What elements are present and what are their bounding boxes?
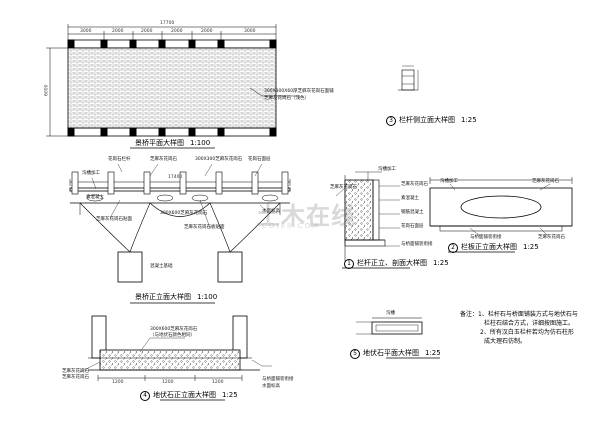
pave-elev-dim: 1200 [162,380,174,385]
pave-elev-label: 水面标高 [262,384,280,389]
watermark-logo: 土木在线 [256,202,356,230]
watermark-sub: COI88.COM [262,222,321,230]
pave-elev-title-text: 地伏石正立面大样图 [153,391,216,399]
elev-scale: 1:100 [197,293,218,301]
plan-overall-dim: 17700 [160,21,175,26]
elev-label: 水面标高 [262,209,280,214]
pave-plan-view [356,317,440,359]
rail-front-label: 沟槽加工 [440,179,458,184]
pave-elev-label: 芝麻灰花岗石 [62,369,89,374]
pave-elev-scale: 1:25 [222,391,238,399]
rail-front-number: 2 [448,243,458,253]
rail-front-label: 与桥面铺装衔接 [470,235,502,240]
plan-seg-dim: 2000 [141,29,153,34]
elevation-view [69,163,291,304]
rail-section-scale: 1:25 [433,259,449,267]
rail-side-number: 3 [386,116,396,126]
elev-label: 300X600芝麻灰花岗石 [160,211,208,216]
rail-section-label: 与桥面铺装衔接 [401,242,433,247]
rail-side-title-text: 栏杆侧立面大样图 [399,116,455,124]
rail-front-label: 芝麻灰花岗石 [532,179,559,184]
notes-line: 成大理石仿制。 [484,338,527,345]
rail-section-view [335,171,410,269]
rail-front-title-text: 栏板正立面大样图 [461,243,517,251]
pave-elev-label: 与桥面铺装衔接 [262,377,294,382]
pave-plan-scale: 1:25 [425,349,441,357]
notes-block: 备注：1、栏杆石与桥面铺装方式与地伏石与 栏柱石结合方式，详细按图施工。 2、所… [460,310,578,346]
pave-plan-title-text: 地伏石平面大样图 [363,349,419,357]
plan-scale: 1:100 [190,139,211,147]
rail-front-view [429,177,573,253]
rail-section-label: 素混凝土 [401,196,419,201]
notes-line: 2、所有汉白玉栏杆若均为仿石柱形 [480,329,574,336]
elev-label: 花岗石面层 [248,157,271,162]
rail-section-number: 1 [344,259,354,269]
elev-title-text: 景桥正立面大样图 [135,293,191,301]
rail-side-view [398,65,419,91]
elev-label: 芝麻灰花岗石贴面 [96,217,132,222]
plan-height-dim: 6000 [44,84,50,96]
notes-line: 备注：1、栏杆石与桥面铺装方式与地伏石与 [460,311,578,318]
plan-title-text: 景桥平面大样图 [135,139,184,147]
rail-front-scale: 1:25 [523,243,539,251]
plan-view [46,24,300,149]
rail-section-title-text: 栏杆正立、剖面大样图 [357,259,427,267]
pave-plan-label: 沟槽 [386,311,395,316]
plan-title: 景桥平面大样图 1:100 [135,140,210,147]
elev-label: 花岗石栏杆 [108,157,131,162]
pave-elev-dim: 1200 [112,380,124,385]
plan-seg-dim: 2000 [171,29,183,34]
plan-seg-dim: 3000 [80,29,92,34]
elev-label: 沟槽加工 [82,171,100,176]
elev-label: 混凝土基础 [150,264,173,269]
pave-elev-label: 芝麻灰花岗石 [62,375,89,380]
pave-elev-view [79,315,272,401]
plan-note-edge: 芝麻灰花岗石（浅色） [264,96,309,101]
elev-label: 芝麻灰花岗石板贴面 [184,225,225,230]
rail-section-label: 芝麻灰花岗石 [330,185,357,190]
rail-side-scale: 1:25 [461,116,477,124]
elev-label: 芝麻灰花岗石 [150,157,177,162]
pave-elev-label: 300X600芝麻灰花岗石 [150,327,198,332]
elev-label: 素混凝土 [86,195,104,200]
rail-section-label: 钢筋混凝土 [401,210,424,215]
elev-label: 300X300芝麻灰花岗石 [195,157,243,162]
rail-section-label: 花岗石面层 [401,224,424,229]
rail-section-label: 芝麻灰花岗石 [401,182,428,187]
rail-section-label: 沟槽加工 [378,167,396,172]
rail-front-label: 芝麻灰花岗石 [538,235,565,240]
plan-seg-dim: 3000 [244,29,256,34]
pave-elev-dim: 1200 [212,380,224,385]
elev-top-dim: 17400 [168,175,183,180]
plan-seg-dim: 2000 [112,29,124,34]
pave-plan-number: 5 [350,349,360,359]
elev-title: 景桥正立面大样图 1:100 [135,294,217,301]
plan-seg-dim: 2000 [201,29,213,34]
pave-elev-label: （与地伏石颜色相同） [150,333,195,338]
plan-note-paving: 300X300X60厚芝麻灰花岗石面铺 [264,89,334,94]
notes-line: 栏柱石结合方式，详细按图施工。 [484,320,575,327]
pave-elev-number: 4 [140,391,150,401]
